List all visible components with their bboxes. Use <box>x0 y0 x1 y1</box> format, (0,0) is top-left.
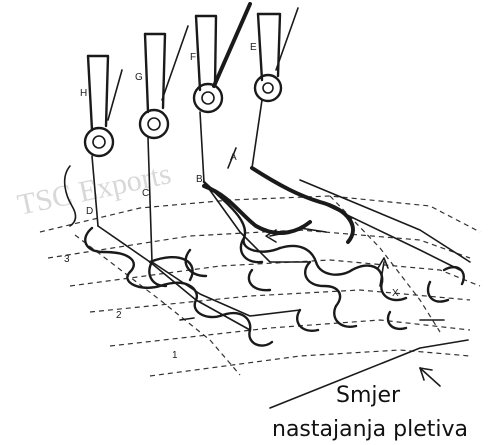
needle-f <box>194 4 250 182</box>
x-marker: X <box>392 288 399 299</box>
needle-label-h: H <box>80 88 87 99</box>
needle-e <box>252 8 298 168</box>
dashed-grid <box>40 196 480 376</box>
course-label-d: D <box>86 206 93 217</box>
row-number-3: 3 <box>64 254 70 265</box>
caption-line-2: nastajanja pletiva <box>272 417 468 442</box>
row-number-1: 1 <box>172 350 178 361</box>
caption-line-1: Smjer <box>336 383 401 408</box>
needle-label-f: F <box>190 52 196 63</box>
row-number-2: 2 <box>116 310 122 321</box>
needle-label-e: E <box>250 42 257 53</box>
needle-label-g: G <box>135 72 143 83</box>
needle-g <box>140 26 188 262</box>
course-label-c: C <box>142 188 149 199</box>
course-label-b: B <box>196 174 203 185</box>
